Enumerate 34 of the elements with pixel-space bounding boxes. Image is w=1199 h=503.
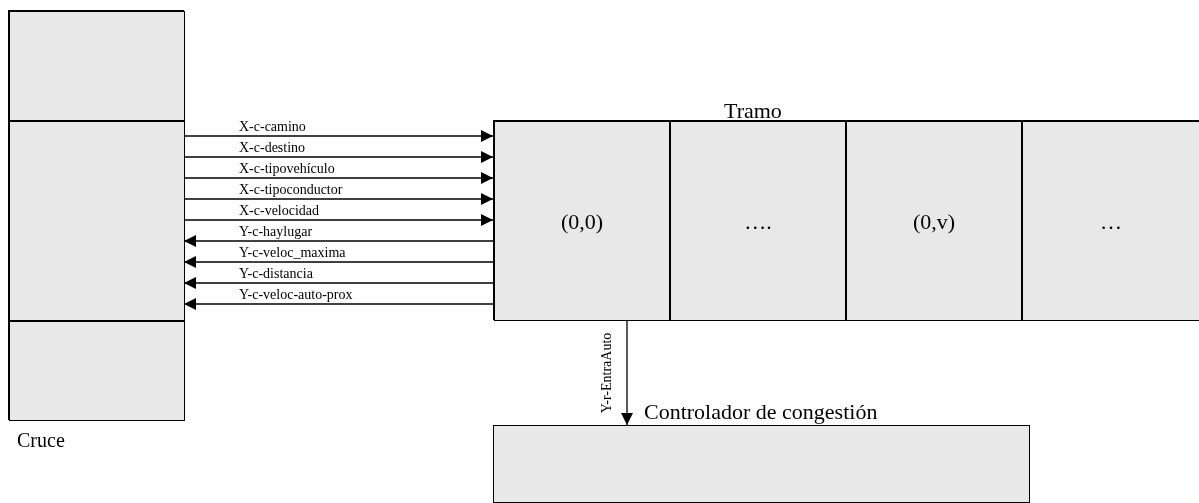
arrow bbox=[183, 298, 494, 310]
edge-label: X-c-tipovehículo bbox=[239, 161, 335, 176]
arrow bbox=[183, 256, 494, 268]
arrow bbox=[183, 151, 494, 163]
arrow bbox=[183, 193, 494, 205]
cell-box bbox=[846, 121, 1022, 321]
edge-label: Y-c-haylugar bbox=[239, 224, 313, 239]
arrow bbox=[183, 277, 494, 289]
cell-box bbox=[670, 121, 846, 321]
arrow bbox=[183, 130, 494, 142]
cell-label: …. bbox=[744, 207, 772, 236]
edge-label: X-c-destino bbox=[239, 140, 306, 155]
edge-label: X-c-tipoconductor bbox=[239, 182, 343, 197]
edge-label: X-c-velocidad bbox=[239, 203, 320, 218]
block-title: Cruce bbox=[17, 428, 65, 453]
block-title: Controlador de congestión bbox=[644, 398, 878, 426]
arrow bbox=[183, 172, 494, 184]
cell-label: (0,0) bbox=[560, 207, 604, 236]
edge-label: Y-c-distancia bbox=[239, 266, 313, 281]
edge-label: Y-c-veloc_maxima bbox=[239, 245, 346, 260]
block-title: Tramo bbox=[724, 97, 782, 125]
cell-box bbox=[9, 11, 185, 121]
edge-label: Y-r-EntraAuto bbox=[600, 332, 614, 413]
cell-label: (0,v) bbox=[912, 207, 956, 236]
cell-box bbox=[494, 121, 670, 321]
cell-box bbox=[9, 121, 185, 321]
cell-box bbox=[9, 321, 185, 421]
cell-label: … bbox=[1100, 207, 1122, 236]
edge-label: Y-c-veloc-auto-prox bbox=[239, 287, 353, 302]
arrow bbox=[621, 319, 633, 426]
arrow bbox=[183, 214, 494, 226]
edge-label: X-c-camino bbox=[239, 119, 306, 134]
arrow bbox=[183, 235, 494, 247]
cell-box bbox=[1022, 121, 1199, 321]
